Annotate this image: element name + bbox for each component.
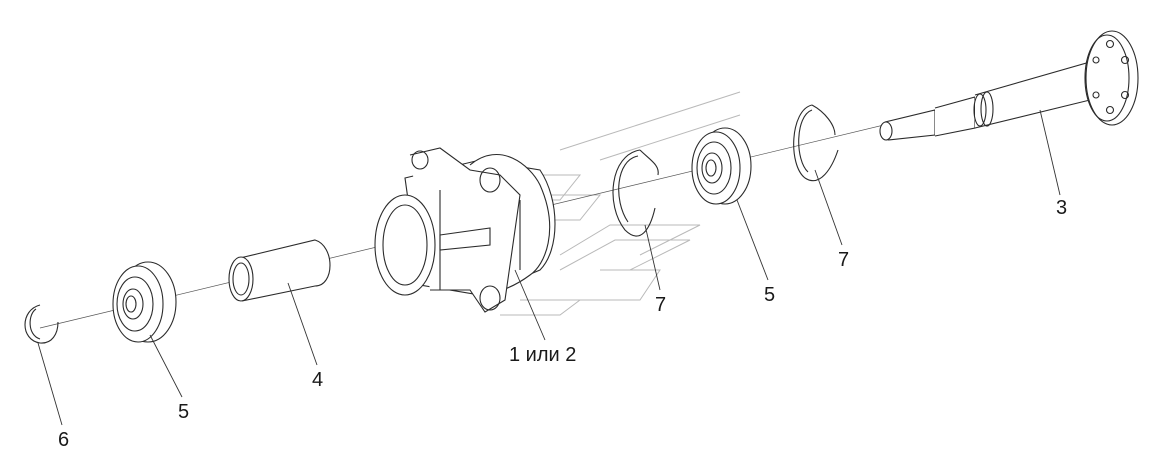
retaining-ring-right xyxy=(793,104,839,181)
bearing-right xyxy=(691,127,752,205)
label-part-7-middle: 7 xyxy=(655,294,666,316)
label-part-5-left: 5 xyxy=(178,401,189,423)
leader-lines xyxy=(37,109,1061,426)
retaining-ring-middle xyxy=(612,149,659,237)
label-part-4: 4 xyxy=(312,369,323,391)
hub-housing xyxy=(374,147,556,313)
sleeve xyxy=(228,239,331,302)
label-part-7-right: 7 xyxy=(838,249,849,271)
retaining-ring-left xyxy=(24,304,59,344)
label-part-5-right: 5 xyxy=(764,284,775,306)
watermark xyxy=(500,91,741,316)
bearing-left xyxy=(112,261,177,343)
label-part-6: 6 xyxy=(58,429,69,451)
label-part-1-or-2: 1 или 2 xyxy=(509,344,576,366)
flanged-shaft xyxy=(879,30,1139,141)
label-part-3: 3 xyxy=(1056,197,1067,219)
